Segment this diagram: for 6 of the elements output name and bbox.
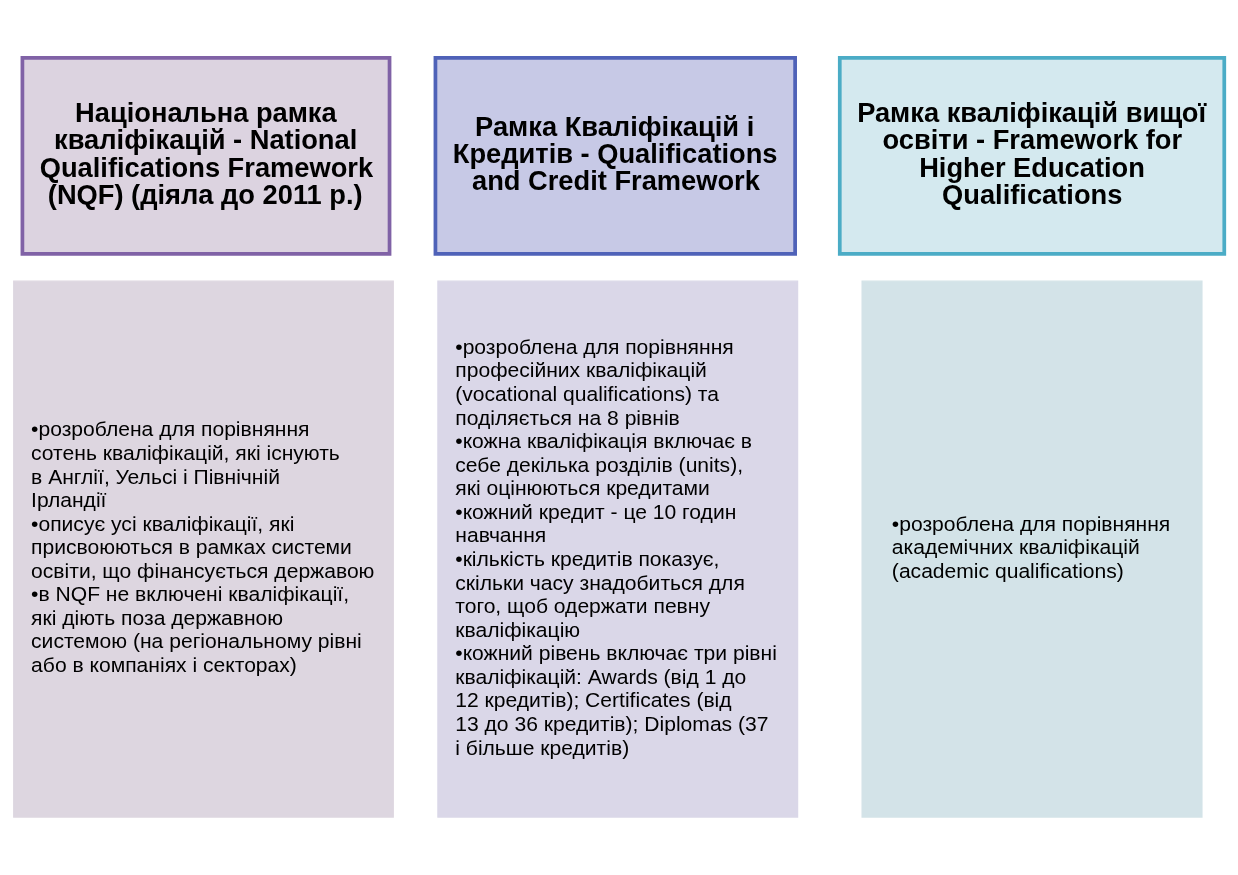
node-box: Рамка Кваліфікацій і Кредитів - Qualifications and Credit Framework — [433, 56, 797, 256]
node-box: •розроблена для порівняння академічних кваліфікацій (academic qualifications) — [861, 280, 1203, 818]
node-box: Національна рамка кваліфікацій - National Qualifications Framework (NQF) (діяла до 2011 р.) — [20, 56, 392, 256]
node-box: •розроблена для порівняння професійних кваліфікацій (vocational qualifications) та поділяється на 8 рівнів •кожна кваліфікація включає в себе декілька розділів (units), які оцінюються кредитами •кожний кредит - це 10 годин навчання •кількість кредитів показує, скільки часу знадобиться для того, щоб одержати певну кваліфікацію •кожний рівень включає три рівні кваліфікацій: Awards (від 1 до 12 кредитів); Certificates (від 13 до 36 кредитів); Diplomas (37 і більше кредитів) — [437, 280, 799, 818]
node-box: •розроблена для порівняння сотень кваліфікацій, які існують в Англії, Уельсі і Північній Ірландії •описує усі кваліфікації, які присвоюються в рамках системи освіти, що фінансується державою •в NQF не включені кваліфікації, які діють поза державною системою (на регіональному рівні або в компаніях і секторах) — [13, 280, 394, 818]
node-box: Рамка кваліфікацій вищої освіти - Framework for Higher Education Qualifications — [837, 56, 1227, 256]
